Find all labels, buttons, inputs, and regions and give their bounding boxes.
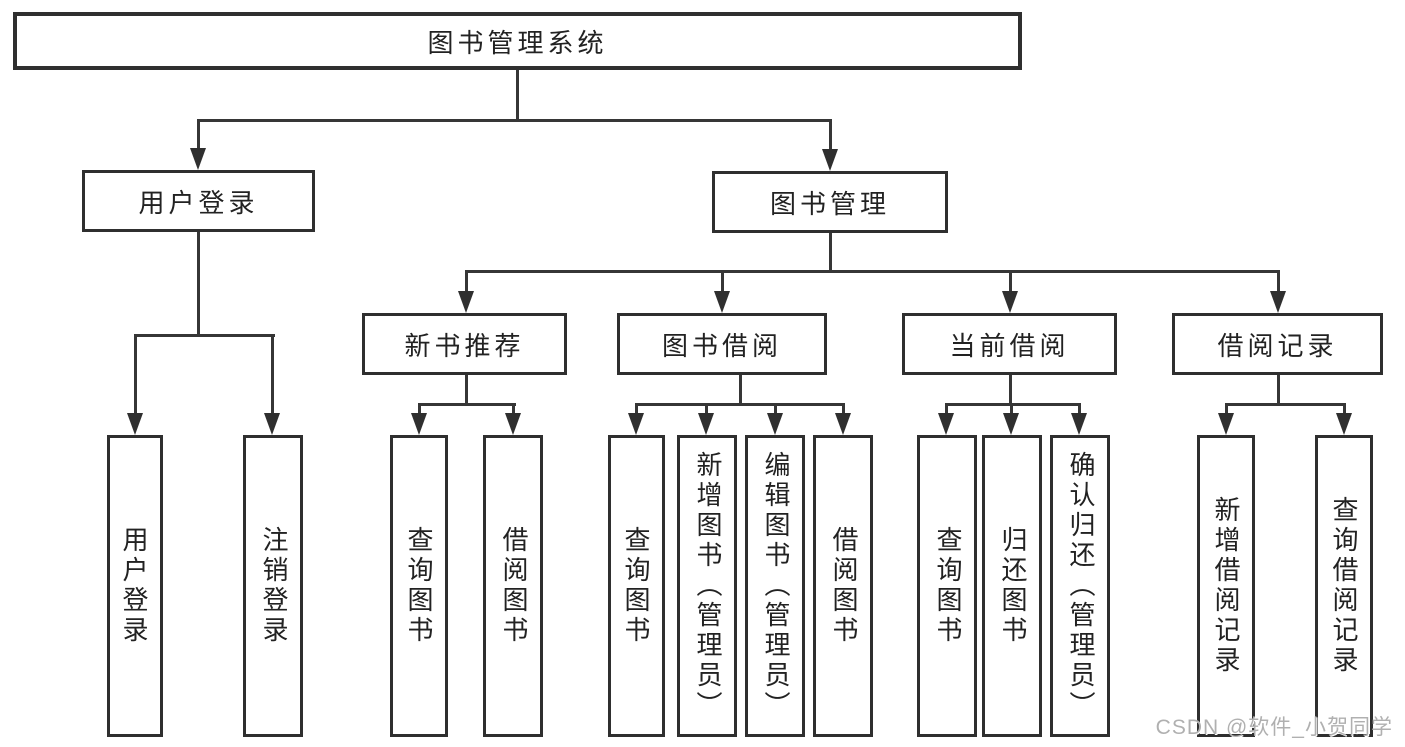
connector-line-root-stem	[516, 70, 519, 121]
node-logout: 注销登录	[243, 435, 303, 737]
connector-line-new-book-branch	[418, 403, 516, 406]
arrowhead-to-new-book-recommend-icon	[458, 291, 474, 313]
arrowhead-to-logout-icon	[264, 413, 280, 435]
connector-line-to-user-login	[197, 119, 200, 151]
node-book-management: 图书管理	[712, 171, 948, 233]
arrowhead-to-current-borrow-icon	[1002, 291, 1018, 313]
connector-line-new-book-stem	[465, 375, 468, 406]
connector-line-book-management-stem	[829, 233, 832, 273]
connector-line-level2-branch	[197, 119, 832, 122]
arrowhead-to-book-management-icon	[822, 149, 838, 171]
arrowhead-to-nb-borrow-books-icon	[505, 413, 521, 435]
arrowhead-to-bb-edit-books-icon	[767, 413, 783, 435]
csdn-watermark: CSDN @软件_小贺同学	[1155, 716, 1393, 739]
connector-line-user-login-branch	[134, 334, 275, 337]
connector-line-to-book-management	[829, 119, 832, 152]
node-book-borrow: 图书借阅	[617, 313, 827, 375]
connector-line-to-nb-borrow-books	[512, 403, 515, 417]
arrowhead-to-br-add-record-icon	[1218, 413, 1234, 435]
arrowhead-to-cb-confirm-return-icon	[1071, 413, 1087, 435]
node-cb-return-books: 归还图书	[982, 435, 1042, 737]
node-new-book-recommend: 新书推荐	[362, 313, 567, 375]
connector-line-to-cb-query-books	[945, 403, 948, 417]
connector-line-to-borrow-records	[1277, 270, 1280, 294]
arrowhead-to-nb-query-books-icon	[411, 413, 427, 435]
arrowhead-to-borrow-records-icon	[1270, 291, 1286, 313]
arrowhead-to-bb-borrow-books-icon	[835, 413, 851, 435]
connector-line-to-current-borrow	[1009, 270, 1012, 294]
connector-line-to-cb-confirm-return	[1078, 403, 1081, 417]
node-br-add-record: 新增借阅记录	[1197, 435, 1255, 737]
connector-line-level3-branch	[465, 270, 1280, 273]
node-root: 图书管理系统	[13, 12, 1022, 70]
connector-line-current-borrow-branch	[945, 403, 1081, 406]
connector-line-to-book-borrow	[721, 270, 724, 294]
node-bb-borrow-books: 借阅图书	[813, 435, 873, 737]
arrowhead-to-user-login-icon	[190, 148, 206, 170]
node-borrow-records: 借阅记录	[1172, 313, 1383, 375]
arrowhead-to-book-borrow-icon	[714, 291, 730, 313]
arrowhead-to-bb-query-books-icon	[628, 413, 644, 435]
connector-line-to-br-add-record	[1225, 403, 1228, 417]
node-user-login: 用户登录	[82, 170, 315, 232]
connector-line-borrow-records-branch	[1225, 403, 1346, 406]
arrowhead-to-cb-return-books-icon	[1003, 413, 1019, 435]
connector-line-book-borrow-stem	[739, 375, 742, 406]
node-cb-query-books: 查询图书	[917, 435, 977, 737]
connector-line-to-br-query-record	[1343, 403, 1346, 417]
connector-line-to-new-book-recommend	[465, 270, 468, 294]
connector-line-to-cb-return-books	[1010, 403, 1013, 417]
connector-line-to-bb-add-books	[705, 403, 708, 417]
connector-line-to-login	[134, 334, 137, 416]
node-nb-borrow-books: 借阅图书	[483, 435, 543, 737]
arrowhead-to-br-query-record-icon	[1336, 413, 1352, 435]
connector-line-user-login-stem	[197, 232, 200, 336]
node-cb-confirm-return: 确认归还（管理员）	[1050, 435, 1110, 737]
arrowhead-to-cb-query-books-icon	[938, 413, 954, 435]
arrowhead-to-bb-add-books-icon	[698, 413, 714, 435]
arrowhead-to-login-icon	[127, 413, 143, 435]
connector-line-to-bb-query-books	[635, 403, 638, 417]
node-bb-query-books: 查询图书	[608, 435, 665, 737]
connector-line-to-nb-query-books	[418, 403, 421, 417]
connector-line-to-bb-edit-books	[774, 403, 777, 417]
connector-line-borrow-records-stem	[1277, 375, 1280, 406]
node-bb-edit-books: 编辑图书（管理员）	[745, 435, 805, 737]
node-nb-query-books: 查询图书	[390, 435, 448, 737]
connector-line-to-logout	[271, 334, 274, 416]
node-bb-add-books: 新增图书（管理员）	[677, 435, 737, 737]
connector-line-book-borrow-branch	[635, 403, 845, 406]
node-login: 用户登录	[107, 435, 163, 737]
node-current-borrow: 当前借阅	[902, 313, 1117, 375]
connector-line-to-bb-borrow-books	[842, 403, 845, 417]
node-br-query-record: 查询借阅记录	[1315, 435, 1373, 737]
connector-line-current-borrow-stem	[1009, 375, 1012, 406]
